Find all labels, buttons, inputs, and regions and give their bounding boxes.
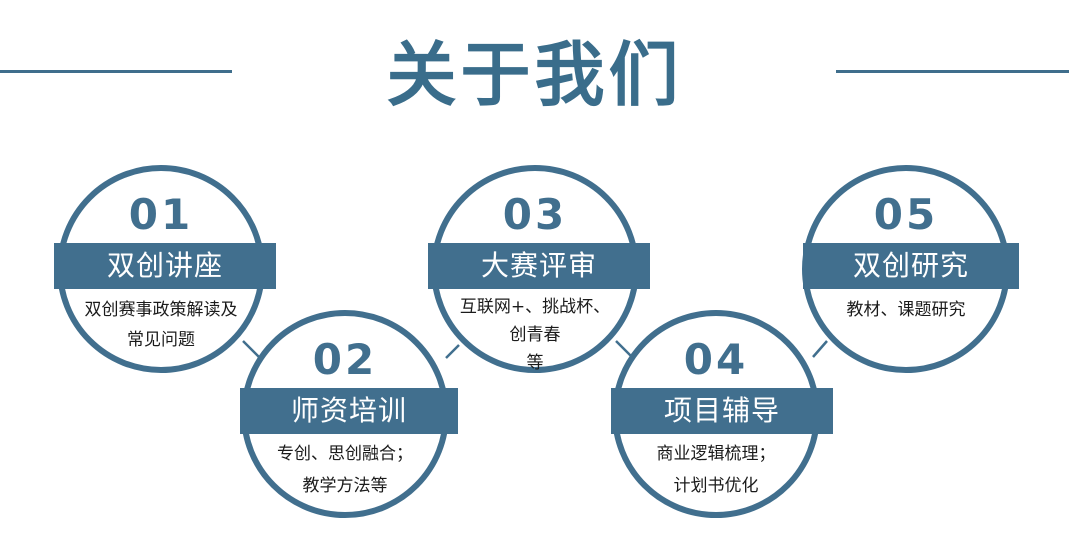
service-number: 05 — [873, 190, 939, 239]
description-line: 常见问题 — [127, 330, 195, 350]
service-circle-01: 01 双创讲座 双创赛事政策解读及 常见问题 — [54, 165, 276, 373]
description-line: 计划书优化 — [673, 476, 759, 496]
connector-02-03 — [445, 344, 460, 359]
service-description: 专创、思创融合； 教学方法等 — [247, 438, 443, 502]
service-description: 商业逻辑梳理； 计划书优化 — [618, 438, 814, 502]
service-number: 04 — [683, 335, 749, 384]
service-label: 双创研究 — [803, 243, 1019, 289]
service-circle-03: 03 大赛评审 互联网+、挑战杯、 创青春 等 — [428, 165, 650, 373]
service-circle-05: 05 双创研究 教材、课题研究 — [802, 165, 1019, 373]
service-label: 双创讲座 — [54, 243, 276, 289]
description-line: 商业逻辑梳理； — [656, 444, 776, 464]
service-circle-02: 02 师资培训 专创、思创融合； 教学方法等 — [240, 310, 458, 518]
service-circle-04: 04 项目辅导 商业逻辑梳理； 计划书优化 — [611, 310, 833, 518]
service-label: 大赛评审 — [428, 243, 650, 289]
description-line: 互联网+、挑战杯、 — [459, 297, 611, 317]
service-description: 互联网+、挑战杯、 创青春 等 — [437, 293, 633, 377]
service-label: 项目辅导 — [611, 388, 833, 434]
connector-04-05 — [812, 340, 828, 358]
service-number: 02 — [312, 335, 378, 384]
header-rule-left — [0, 70, 232, 73]
description-line: 创青春 — [509, 325, 561, 345]
service-label: 师资培训 — [240, 388, 458, 434]
description-line: 教学方法等 — [302, 476, 388, 496]
description-line: 等 — [526, 353, 544, 373]
service-number: 03 — [502, 190, 568, 239]
description-line: 双创赛事政策解读及 — [84, 300, 238, 320]
service-description: 双创赛事政策解读及 常见问题 — [63, 295, 259, 355]
description-line: 教材、课题研究 — [846, 300, 966, 320]
service-number: 01 — [128, 190, 194, 239]
service-description: 教材、课题研究 — [808, 295, 1004, 325]
description-line: 专创、思创融合； — [277, 444, 413, 464]
page-title: 关于我们 — [386, 34, 683, 116]
header-rule-right — [836, 70, 1069, 73]
